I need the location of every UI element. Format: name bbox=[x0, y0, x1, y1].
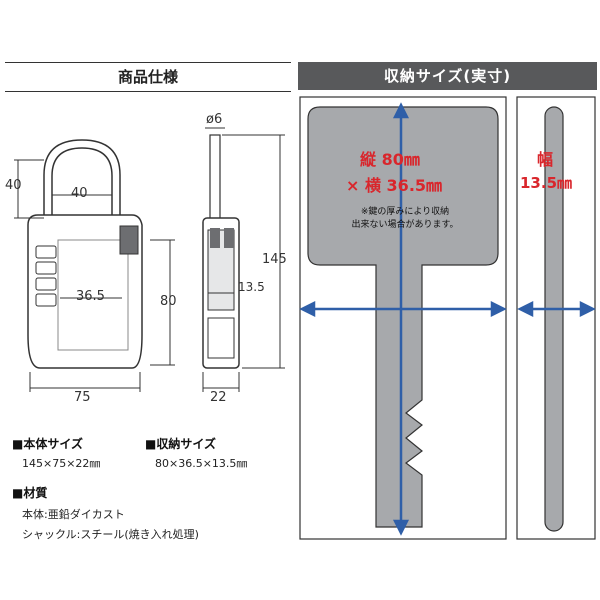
front-dimension-lines bbox=[14, 159, 175, 392]
storage-thickness-label-2: 13.5㎜ bbox=[520, 174, 573, 192]
shackle-width-label: 40 bbox=[71, 186, 88, 201]
product-spec-header: 商品仕様 bbox=[5, 62, 291, 92]
body-height-label: 80 bbox=[160, 294, 177, 309]
storage-size-header: 収納サイズ(実寸) bbox=[298, 62, 597, 90]
lockbox-drawing bbox=[14, 127, 285, 392]
storage-length-label: 縦 80㎜ bbox=[360, 150, 420, 169]
storage-thickness-label-1: 幅 bbox=[537, 150, 554, 169]
storage-size-heading: ■収納サイズ bbox=[145, 437, 216, 451]
thickness-note-line1: ※鍵の厚みにより収納 bbox=[360, 207, 450, 217]
body-size-value: 145×75×22㎜ bbox=[22, 457, 101, 470]
thickness-note: ※鍵の厚みにより収納 出来ない場合があります。 bbox=[322, 206, 488, 232]
dimension-arrows bbox=[299, 102, 596, 536]
side-view bbox=[202, 134, 240, 369]
side-dimension-lines bbox=[202, 127, 285, 392]
material-body: 本体:亜鉛ダイカスト bbox=[22, 508, 125, 521]
body-width-label: 75 bbox=[74, 390, 91, 405]
key-thickness-bar bbox=[544, 106, 564, 532]
thickness-note-line2: 出来ない場合があります。 bbox=[351, 220, 459, 230]
shackle-height-label: 40 bbox=[5, 178, 22, 193]
material-heading: ■材質 bbox=[12, 486, 48, 500]
inner-width-label: 36.5 bbox=[76, 289, 105, 304]
diameter-label: ø6 bbox=[206, 112, 223, 127]
storage-diagram bbox=[299, 96, 596, 540]
total-height-label: 145 bbox=[262, 252, 287, 267]
side-inner-label: 13.5 bbox=[238, 280, 265, 294]
storage-size-value: 80×36.5×13.5㎜ bbox=[155, 457, 248, 470]
material-shackle: シャックル:スチール(焼き入れ処理) bbox=[22, 528, 199, 541]
front-body bbox=[27, 214, 143, 369]
storage-width-label: × 横 36.5㎜ bbox=[346, 176, 443, 195]
body-size-heading: ■本体サイズ bbox=[12, 437, 83, 451]
key-silhouette bbox=[307, 106, 499, 528]
front-shackle bbox=[43, 139, 121, 232]
body-depth-label: 22 bbox=[210, 390, 227, 405]
